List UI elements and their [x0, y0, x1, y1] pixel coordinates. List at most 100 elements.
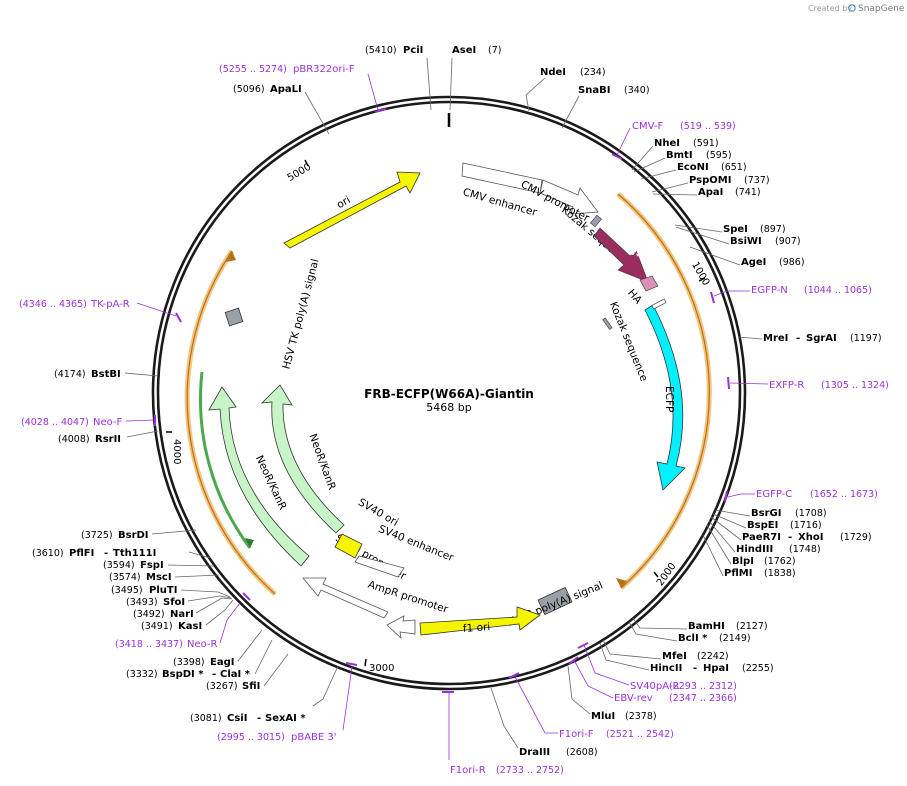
site-eagi[interactable]: (3398) EagI [173, 629, 263, 668]
site-ndei[interactable]: NdeI (234) [525, 67, 606, 112]
site-hindiii[interactable]: HindIII (1748) [708, 520, 821, 555]
sv40-promoter-arrow[interactable] [302, 577, 389, 619]
site-draiii[interactable]: DraIII (2608) [490, 687, 598, 758]
site-pos: (1708) [795, 508, 827, 519]
neor-outer-arrow[interactable] [208, 386, 310, 567]
site-mrei-sgrai[interactable]: MreI - SgrAI (1197) [737, 333, 882, 344]
site-apai[interactable]: ApaI (741) [652, 187, 761, 198]
primer-name: pBR322ori-F [293, 64, 355, 75]
site-name: PaeR7I [742, 532, 781, 543]
site-bsrgi[interactable]: BsrGI (1708) [714, 508, 827, 519]
site-rsrii[interactable]: (4008) RsrII [58, 430, 159, 445]
site-name: PflMI [724, 568, 752, 579]
site-blpi[interactable]: BlpI (1762) [706, 524, 796, 567]
site-pflfi-tth111i[interactable]: (3610) PflFI - Tth111I [32, 548, 211, 559]
site-sfii[interactable]: (3267) SfiI [206, 653, 289, 692]
primer-pbr322ori-f[interactable]: (5255 .. 5274) pBR322ori-F [219, 64, 387, 113]
site-name: DraIII [519, 747, 550, 758]
ha-tag[interactable] [639, 275, 659, 292]
site-mfei[interactable]: MfeI (2242) [602, 639, 729, 662]
site-bstbi[interactable]: (4174) BstBI [54, 369, 159, 380]
site-msci[interactable]: (3574) MscI [109, 572, 220, 583]
site-snabi[interactable]: SnaBI (340) [561, 85, 650, 129]
primer-exfp-r[interactable]: EXFP-R (1305 .. 1324) [727, 376, 889, 391]
site-bsrdi[interactable]: (3725) BsrDI [81, 529, 197, 541]
primer-pos: (2521 .. 2542) [606, 729, 674, 740]
site-nari[interactable]: (3492) NarI [133, 597, 233, 620]
site-pos: (1197) [850, 333, 882, 344]
site-bspdi-clai[interactable]: (3332) BspDI * - ClaI * [126, 639, 273, 680]
hsv-tk-box[interactable] [224, 307, 244, 327]
cmv-promoter-arrow[interactable] [539, 179, 599, 215]
primer-sv40pa-r[interactable]: SV40pA-R (2293 .. 2312) [577, 642, 737, 692]
backbone-inner-ring [156, 100, 742, 686]
sv40-ori-box[interactable] [334, 533, 363, 559]
site-name: SfiI [242, 681, 260, 692]
primer-name: CMV-F [632, 121, 663, 132]
site-name: BspDI * [162, 669, 204, 680]
site-asei[interactable]: AseI (7) [449, 45, 501, 111]
primer-f1ori-r[interactable]: F1ori-R (2733 .. 2752) [442, 691, 564, 776]
site-pos: (1838) [764, 568, 796, 579]
site-name: RsrII [95, 434, 121, 445]
site-name: BsrGI [751, 508, 781, 519]
site-nhei[interactable]: NheI (591) [631, 138, 719, 171]
site-spei[interactable]: SpeI (897) [674, 224, 786, 235]
primer-f1ori-f[interactable]: F1ori-F (2521 .. 2542) [508, 672, 674, 740]
primer-cmv-f[interactable]: CMV-F (519 .. 539) [611, 121, 736, 160]
site-fspi[interactable]: (3594) FspI [103, 560, 215, 571]
primer-egfp-n[interactable]: EGFP-N (1044 .. 1065) [710, 285, 872, 304]
site-bspei[interactable]: BspEI (1716) [712, 513, 822, 531]
site-pos: (651) [721, 162, 747, 173]
site-name: HindIII [736, 544, 773, 555]
site-pcii[interactable]: (5410) PciI [365, 45, 432, 111]
primer-pbabe3[interactable]: (2995 .. 3015) pBABE 3' [217, 662, 358, 743]
kozak-2-box[interactable] [602, 317, 613, 330]
site-sfoi[interactable]: (3493) SfoI [126, 595, 232, 608]
ecfp-arrow[interactable] [644, 304, 686, 491]
site-bamhi[interactable]: BamHI (2127) [632, 617, 768, 632]
ampr-promoter-arrow[interactable] [386, 615, 416, 640]
site-name: KasI [178, 621, 202, 632]
primer-pos: (519 .. 539) [680, 121, 736, 132]
f1-ori-arrow[interactable] [419, 606, 541, 636]
site-pluti[interactable]: (3495) PluTI [111, 585, 231, 598]
site-pos: (2127) [736, 621, 768, 632]
site-pos: (591) [693, 138, 719, 149]
site-econi[interactable]: EcoNI (651) [640, 162, 747, 180]
site-paer7i-xhoi[interactable]: PaeR7I - XhoI (1729) [710, 516, 872, 543]
primer-pos: (2347 .. 2366) [669, 693, 737, 704]
primer-neo-r[interactable]: (3418 .. 3437) Neo-R [115, 592, 251, 650]
sv40-polya-box[interactable] [537, 586, 573, 616]
site-bcli[interactable]: BclI * (2149) [628, 621, 751, 644]
primer-tk-pa-r[interactable]: (4346 .. 4365) TK-pA-R [19, 299, 182, 323]
ori-arrow[interactable] [283, 171, 421, 249]
frb-arrow[interactable] [593, 227, 649, 283]
site-name: MscI [146, 572, 172, 583]
primer-name: F1ori-F [559, 729, 594, 740]
sv40-enhancer-box[interactable] [354, 555, 405, 578]
site-csii-sexai[interactable]: (3081) CsiI - SexAI * [190, 665, 339, 724]
site-name: CsiI [227, 713, 247, 724]
site-hincii-hpai[interactable]: HincII - HpaI (2255) [599, 642, 774, 674]
primer-neo-f[interactable]: (4028 .. 4047) Neo-F [21, 415, 157, 428]
site-mlui[interactable]: MluI (2378) [567, 665, 657, 722]
ha-label: HA [625, 287, 644, 307]
site-pos: (5096) [233, 84, 265, 95]
site-pos: (3495) [111, 585, 143, 596]
primer-egfp-c[interactable]: EGFP-C (1652 .. 1673) [724, 489, 878, 503]
site-bsiwi[interactable]: BsiWI (907) [675, 226, 801, 247]
neor-inner-arrow[interactable] [260, 384, 345, 534]
site-agei[interactable]: AgeI (986) [689, 246, 805, 268]
site-sep: - [257, 713, 261, 724]
plasmid-size: 5468 bp [426, 401, 471, 414]
site-bmti[interactable]: BmtI (595) [633, 150, 732, 173]
kozak-1-box[interactable] [590, 214, 602, 228]
site-pspomi[interactable]: PspOMI (737) [651, 175, 770, 193]
site-pflmi[interactable]: PflMI (1838) [702, 534, 796, 579]
site-kasi[interactable]: (3491) KasI [141, 599, 234, 632]
site-pos: (3594) [103, 560, 135, 571]
primer-ebv-rev[interactable]: EBV-rev (2347 .. 2366) [568, 656, 737, 704]
site-apali[interactable]: (5096) ApaLI [233, 84, 330, 135]
hsv-tk-label: HSV TK poly(A) signal [281, 258, 322, 371]
